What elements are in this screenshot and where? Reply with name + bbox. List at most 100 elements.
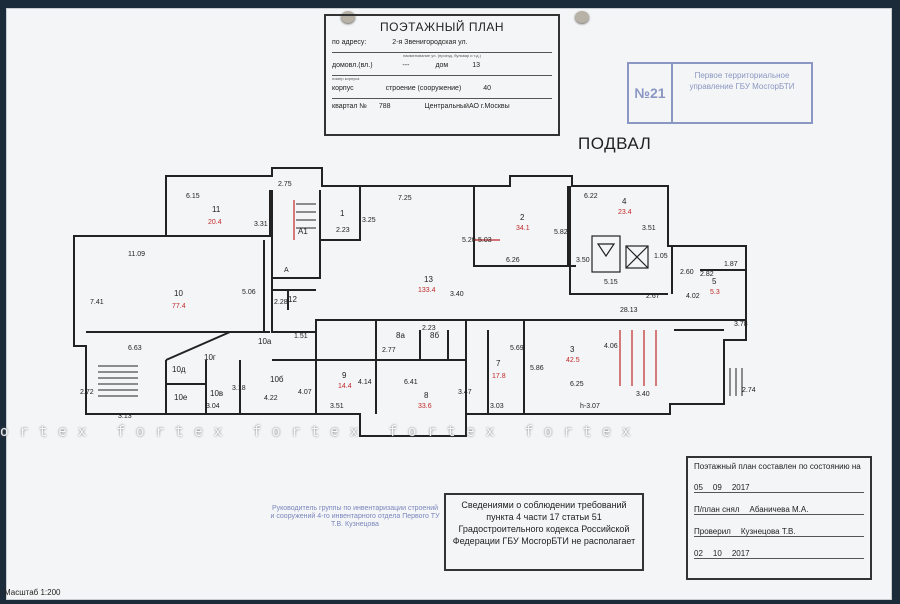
signer-stamp: Руководитель группы по инвентаризации ст… <box>270 505 440 528</box>
dimension-label: 11.09 <box>128 251 145 258</box>
dimension-label: 3.40 <box>636 391 650 398</box>
floor-plan-sheet <box>6 8 892 600</box>
room-3-label: 3 <box>570 345 575 354</box>
dimension-label: 2.23 <box>422 325 436 332</box>
room-10d-label: 10д <box>172 365 186 374</box>
dimension-label: 6.22 <box>584 193 598 200</box>
room-2-label: 2 <box>520 213 525 222</box>
dimension-label: 5.06 <box>242 289 256 296</box>
dimension-label: 3.47 <box>458 389 472 396</box>
dimension-label: 1.05 <box>654 253 668 260</box>
room-10-area: 77.4 <box>172 303 186 310</box>
room-10a-label: 10a <box>258 337 272 346</box>
room-7-label: 7 <box>496 359 501 368</box>
dimension-label: A <box>284 267 289 274</box>
dimension-label: 5.69 <box>510 345 524 352</box>
dimension-label: 6.15 <box>186 193 200 200</box>
title-block: ПОЭТАЖНЫЙ ПЛАН по адресу: 2-я Звенигород… <box>324 14 560 136</box>
dimension-label: h-3.07 <box>580 403 600 410</box>
korpus-row: корпус строение (сооружение) 40 <box>332 85 552 99</box>
state-date-2: 02 10 2017 <box>694 541 864 559</box>
address-row: по адресу: 2-я Звенигородская ул. <box>332 39 552 53</box>
dimension-label: 3.25 <box>362 217 376 224</box>
room-7-area: 17.8 <box>492 373 506 380</box>
dimension-label: 1.51 <box>294 333 308 340</box>
dimension-label: 4.22 <box>264 395 278 402</box>
dimension-label: 5.15 <box>604 279 618 286</box>
room-11-label: 11 <box>212 205 221 214</box>
room-9-area: 14.4 <box>338 383 352 390</box>
dimension-label: 2.74 <box>742 387 756 394</box>
room-10e-label: 10е <box>174 393 188 402</box>
state-date-1: 05 09 2017 <box>694 475 864 493</box>
room-a1-label: A1 <box>298 227 308 236</box>
dimension-label: 3.51 <box>330 403 344 410</box>
dimension-label: 4.06 <box>604 343 618 350</box>
stamp-text: Первое территориальное управление ГБУ Мо… <box>689 71 795 91</box>
dimension-label: 7.25 <box>398 195 412 202</box>
room-10v-label: 10в <box>210 389 223 398</box>
room-10-label: 10 <box>174 289 183 298</box>
kvartal-row: квартал № 788 ЦентральныйАО г.Москвы <box>332 103 510 110</box>
room-9-label: 9 <box>342 371 347 380</box>
dimension-label: 1.87 <box>724 261 738 268</box>
dimension-label: 4.07 <box>298 389 312 396</box>
room-8-area: 33.6 <box>418 403 432 410</box>
dimension-label: 4.02 <box>686 293 700 300</box>
state-box: Поэтажный план составлен по состоянию на… <box>686 456 872 580</box>
dimension-label: 6.41 <box>404 379 418 386</box>
room-13-area: 133.4 <box>418 287 436 294</box>
dimension-label: 2.28 <box>274 299 288 306</box>
room-10b-label: 10б <box>270 375 284 384</box>
watermark: ortex fortex fortex fortex fortex <box>0 424 642 440</box>
room-8a-label: 8a <box>396 331 405 340</box>
room-11-area: 20.4 <box>208 219 222 226</box>
dimension-label: 5.82 <box>554 229 568 236</box>
room-12-label: 12 <box>288 295 297 304</box>
dimension-label: 5.20 <box>462 237 476 244</box>
pushpin-icon <box>575 11 589 23</box>
dimension-label: 6.25 <box>570 381 584 388</box>
dimension-label: 2.75 <box>278 181 292 188</box>
dimension-label: 3.18 <box>232 385 246 392</box>
dimension-label: 2.67 <box>646 293 660 300</box>
room-3-area: 42.5 <box>566 357 580 364</box>
plan-heading: ПОЭТАЖНЫЙ ПЛАН <box>379 20 505 34</box>
room-4-area: 23.4 <box>618 209 632 216</box>
dimension-label: 2.23 <box>336 227 350 234</box>
info-box: Сведениями о соблюдении требований пункт… <box>444 493 644 571</box>
dimension-label: 6.26 <box>506 257 520 264</box>
scale-label: Масштаб 1:200 <box>4 588 61 597</box>
room-2-area: 34.1 <box>516 225 530 232</box>
dimension-label: 3.51 <box>642 225 656 232</box>
room-5-label: 5 <box>712 277 717 286</box>
dimension-label: 3.04 <box>206 403 220 410</box>
floor-label: ПОДВАЛ <box>578 134 652 153</box>
room-5-area: 5.3 <box>710 289 720 296</box>
stamp-number: №21 <box>629 64 673 122</box>
dimension-label: 3.78 <box>734 321 748 328</box>
dimension-label: 2.60 <box>680 269 694 276</box>
dimension-label: 3.03 <box>490 403 504 410</box>
bti-stamp: №21 Первое территориальное управление ГБ… <box>627 62 813 124</box>
dimension-label: 28.13 <box>620 307 638 314</box>
room-8-label: 8 <box>424 391 429 400</box>
dimension-label: 3.31 <box>254 221 268 228</box>
dimension-label: 2.82 <box>700 271 714 278</box>
room-1-label: 1 <box>340 209 345 218</box>
dimension-label: 3.50 <box>576 257 590 264</box>
state-title: Поэтажный план составлен по состоянию на <box>694 462 861 471</box>
room-8b-label: 8б <box>430 331 439 340</box>
room-13-label: 13 <box>424 275 433 284</box>
checked-by-row: Проверил Кузнецова Т.В. <box>694 519 864 537</box>
room-4-label: 4 <box>622 197 627 206</box>
house-row: домовл.(вл.) --- дом 13 <box>332 62 552 76</box>
dimension-label: 3.40 <box>450 291 464 298</box>
dimension-label: 7.41 <box>90 299 104 306</box>
dimension-label: 5.03 <box>478 237 492 244</box>
dimension-label: 5.86 <box>530 365 544 372</box>
dimension-label: 6.63 <box>128 345 142 352</box>
dimension-label: 2.72 <box>80 389 94 396</box>
dimension-label: 3.13 <box>118 413 132 420</box>
